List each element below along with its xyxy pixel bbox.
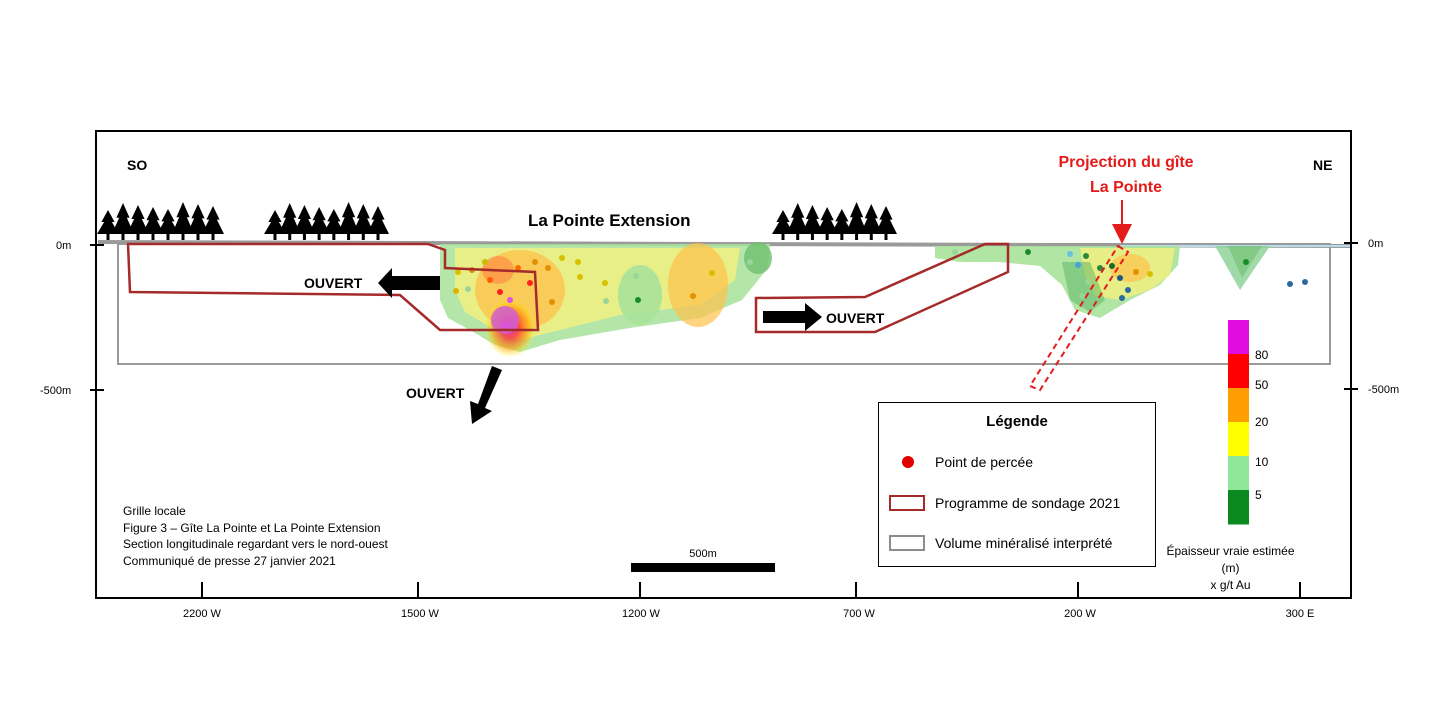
colorbar-tick-label: 20 xyxy=(1255,415,1269,429)
tree-icon xyxy=(860,204,883,240)
depth-label-left-500: -500m xyxy=(40,385,71,397)
note-line: Communiqué de presse 27 janvier 2021 xyxy=(123,553,336,568)
depth-label-right-500: -500m xyxy=(1368,384,1399,396)
scale-bar xyxy=(631,563,775,572)
legend-item-drilling-program: Programme de sondage 2021 xyxy=(889,495,1120,511)
tree-icon xyxy=(202,206,224,240)
open-label-east: OUVERT xyxy=(826,310,885,326)
tree-icon xyxy=(875,206,897,240)
legend-item-pierce-point: Point de percée xyxy=(889,454,1033,470)
section-frame xyxy=(95,130,1352,599)
tree-icon xyxy=(278,203,301,240)
la-pointe-projection xyxy=(1028,200,1132,392)
legend-item-label: Volume minéralisé interprété xyxy=(935,535,1113,551)
tree-icons xyxy=(97,202,897,240)
open-label-down: OUVERT xyxy=(406,385,465,401)
colorbar-segment xyxy=(1228,456,1249,491)
open-west-arrow-icon xyxy=(378,268,440,298)
note-line: Figure 3 – Gîte La Pointe et La Pointe E… xyxy=(123,520,381,535)
colorbar-caption-line2: x g/t Au xyxy=(1210,578,1251,592)
depth-label-right-0: 0m xyxy=(1368,238,1383,250)
projection-title-line2: La Pointe xyxy=(1090,179,1162,196)
tree-icon xyxy=(97,210,119,240)
tree-icon xyxy=(142,207,164,240)
tree-icon xyxy=(816,207,839,240)
easting-label: 1200 W xyxy=(622,608,661,620)
easting-label: 1500 W xyxy=(401,608,440,620)
extension-title: La Pointe Extension xyxy=(528,211,690,230)
colorbar-tick-label: 50 xyxy=(1255,378,1269,392)
tree-icon xyxy=(352,204,375,240)
colorbar-segment xyxy=(1228,320,1249,355)
tree-icon xyxy=(830,209,853,240)
tree-icon xyxy=(801,205,824,240)
colorbar-segment xyxy=(1228,422,1249,457)
colorbar-segment xyxy=(1228,354,1249,389)
legend-title: Légende xyxy=(986,413,1048,430)
colorbar-tick-label: 10 xyxy=(1255,455,1269,469)
colorbar-caption: Épaisseur vraie estimée (m) x g/t Au xyxy=(1158,543,1303,594)
grade-thickness-colorbar xyxy=(1228,320,1249,525)
red-dot-icon xyxy=(889,454,925,470)
legend-item-label: Programme de sondage 2021 xyxy=(935,495,1121,511)
easting-label: 700 W xyxy=(843,608,875,620)
colorbar-tick-label: 5 xyxy=(1255,488,1262,502)
mineralization-zone-la-pointe xyxy=(935,246,1270,318)
orientation-southwest-label: SO xyxy=(127,157,147,173)
tree-icon xyxy=(172,202,194,240)
tree-icon xyxy=(187,204,209,240)
tree-icon xyxy=(308,207,331,240)
legend-item-volume: Volume minéralisé interprété xyxy=(889,535,1112,551)
legend-box: Légende Point de percée Programme de son… xyxy=(878,402,1156,567)
tree-icon xyxy=(157,209,179,240)
depth-label-left-0: 0m xyxy=(56,240,71,252)
open-down-arrow-icon xyxy=(470,366,502,424)
open-label-west: OUVERT xyxy=(304,275,363,291)
projection-title-line1: Projection du gîte xyxy=(1058,154,1193,171)
figure-notes: Grille locale Figure 3 – Gîte La Pointe … xyxy=(123,503,388,569)
easting-label: 2200 W xyxy=(183,608,222,620)
tree-icon xyxy=(367,206,389,240)
colorbar-tick-label: 80 xyxy=(1255,348,1269,362)
easting-label: 300 E xyxy=(1286,608,1315,620)
note-line: Section longitudinale regardant vers le … xyxy=(123,537,388,551)
red-outline-box-icon xyxy=(889,495,925,511)
orientation-northeast-label: NE xyxy=(1313,157,1332,173)
easting-label: 200 W xyxy=(1064,608,1096,620)
scale-bar-label: 500m xyxy=(689,548,717,560)
pierce-points xyxy=(453,249,1308,328)
tree-icon xyxy=(293,205,316,240)
drilling-program-2021-outlines xyxy=(126,242,1010,334)
note-line: Grille locale xyxy=(123,504,186,518)
open-east-arrow-icon xyxy=(763,303,822,331)
colorbar-caption-line1: Épaisseur vraie estimée (m) xyxy=(1166,544,1295,575)
grey-outline-box-icon xyxy=(889,535,925,551)
colorbar-segment xyxy=(1228,388,1249,423)
tree-icon xyxy=(127,205,149,240)
legend-item-label: Point de percée xyxy=(935,454,1034,470)
colorbar-segment xyxy=(1228,490,1249,525)
tree-icon xyxy=(786,203,809,240)
tree-icon xyxy=(112,203,134,240)
tree-icon xyxy=(845,202,868,240)
tree-icon xyxy=(322,209,345,240)
tree-icon xyxy=(337,202,360,240)
